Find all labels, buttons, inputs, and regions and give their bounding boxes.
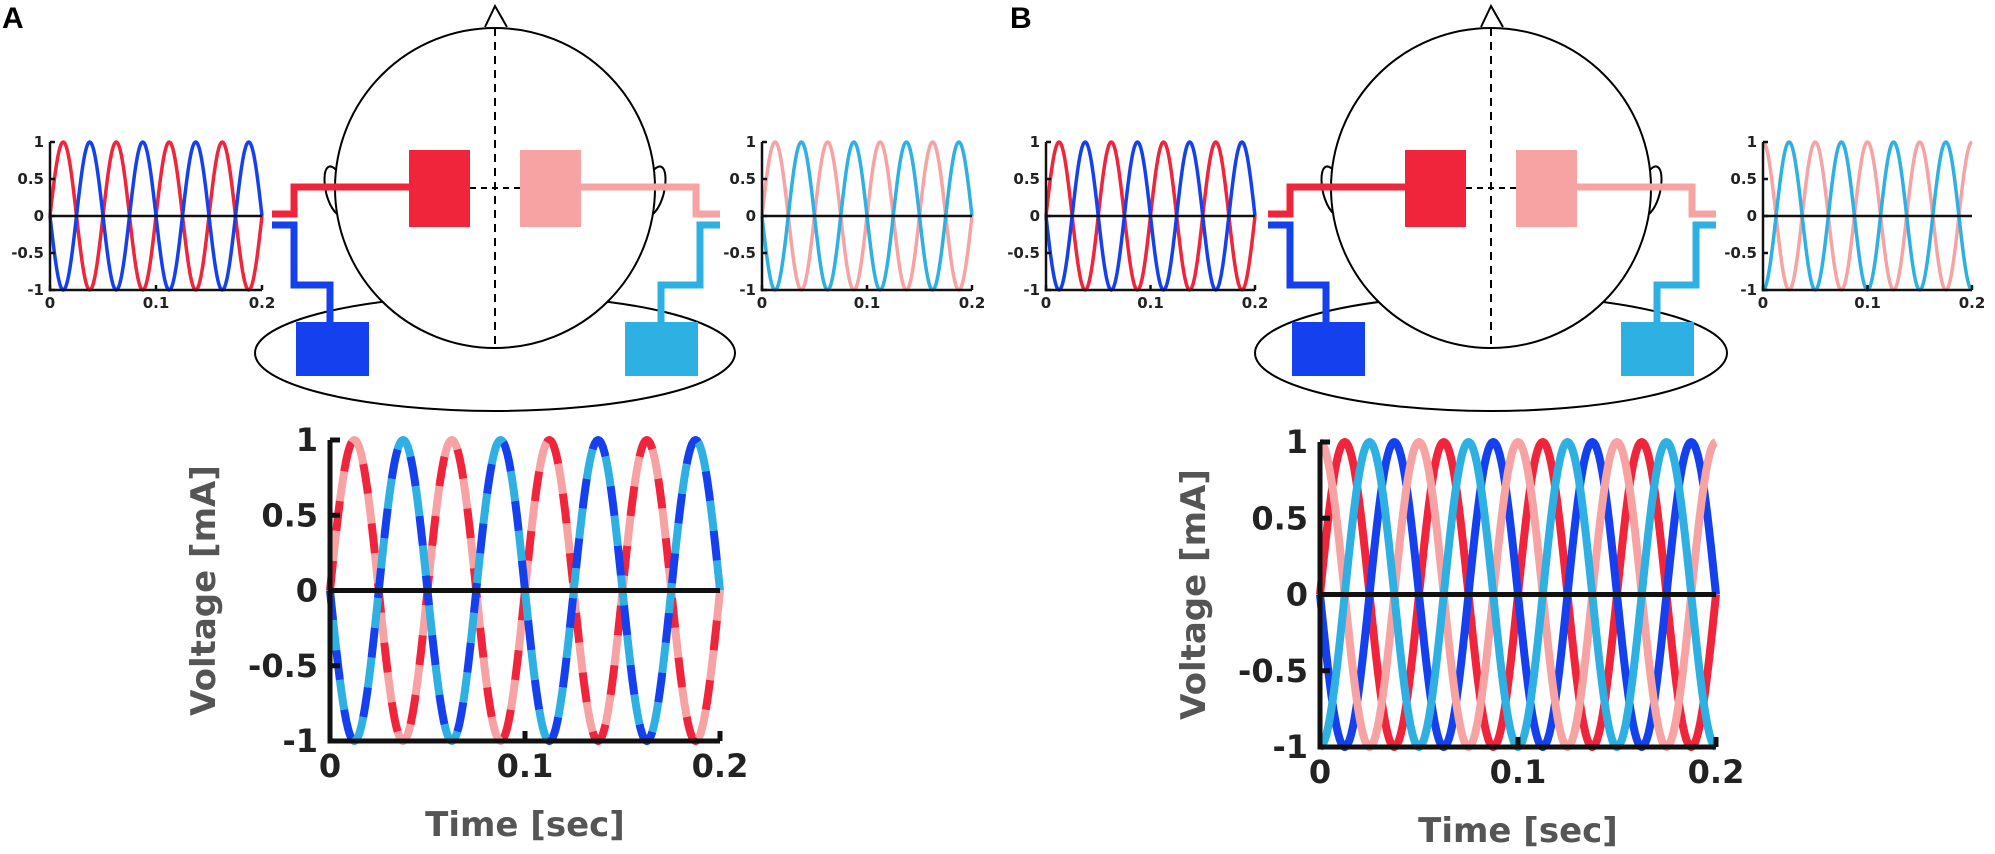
y-tick-label: 0.5	[729, 170, 756, 188]
x-tick-label: 0.2	[1242, 294, 1269, 312]
y-axis-label: Voltage [mA]	[184, 465, 224, 716]
series-line-3	[326, 436, 724, 745]
electrode-dark-blue	[1292, 322, 1365, 376]
y-tick-label: 1	[34, 133, 44, 151]
wire-light-blue	[1653, 221, 1716, 324]
x-tick-label: 0.2	[692, 747, 749, 785]
y-tick-label: 0.5	[1013, 170, 1040, 188]
x-tick-label: 0	[757, 294, 767, 312]
series-line-3	[1317, 438, 1719, 751]
y-axis-label: Voltage [mA]	[1174, 469, 1214, 720]
x-tick-label: 0	[319, 747, 341, 785]
y-tick-label: -1	[1272, 728, 1308, 766]
electrode-pink	[520, 150, 581, 227]
panel-b-head-diagram	[1254, 3, 1728, 412]
y-tick-label: 0.5	[17, 170, 44, 188]
y-tick-label: 0.5	[1251, 499, 1308, 537]
wire-dark-blue	[1268, 221, 1330, 324]
chart-b-right-small: 0 0.1 0.2 1 0.5 0 -0.5 -1	[1724, 133, 1985, 312]
y-tick-label: 0.5	[261, 496, 318, 534]
x-tick-label: 0.2	[1688, 753, 1745, 791]
y-tick-label: 0	[1286, 576, 1308, 614]
y-tick-label: 1	[1747, 133, 1757, 151]
y-tick-label: -1	[27, 281, 44, 299]
y-tick-label: 0.5	[1730, 170, 1757, 188]
panel-a-head-diagram	[254, 3, 736, 412]
electrode-dark-blue	[296, 322, 369, 376]
electrode-red	[1405, 150, 1466, 227]
electrode-pink	[1516, 150, 1577, 227]
y-tick-label: 0	[1747, 207, 1757, 225]
wire-pink	[580, 183, 720, 218]
electrode-light-blue	[1621, 322, 1694, 376]
y-tick-label: -0.5	[1238, 652, 1308, 690]
wire-dark-blue	[272, 221, 334, 324]
x-axis-label: Time [sec]	[1418, 811, 1618, 851]
y-tick-label: 0	[34, 207, 44, 225]
x-tick-label: 0.1	[1854, 294, 1881, 312]
x-tick-label: 0	[1309, 753, 1331, 791]
nose	[1480, 3, 1504, 28]
wire-red	[1268, 183, 1406, 218]
chart-a-right-small: 0 0.1 0.2 1 0.5 0 -0.5 -1	[723, 133, 985, 312]
y-tick-label: 0	[746, 207, 756, 225]
x-tick-label: 0.1	[1137, 294, 1164, 312]
x-tick-label: 0.1	[854, 294, 881, 312]
y-tick-label: 1	[1286, 423, 1308, 461]
y-tick-label: -0.5	[723, 244, 756, 262]
y-tick-label: -1	[1740, 281, 1757, 299]
y-tick-label: -1	[1023, 281, 1040, 299]
y-tick-label: -0.5	[1007, 244, 1040, 262]
chart-b-left-small: 0 0.1 0.2 1 0.5 0 -0.5 -1	[1007, 133, 1268, 312]
wire-red	[272, 183, 410, 218]
x-tick-label: 0	[1041, 294, 1051, 312]
x-tick-label: 0.2	[959, 294, 986, 312]
y-tick-label: 0	[1030, 207, 1040, 225]
x-tick-label: 0	[1758, 294, 1768, 312]
x-tick-label: 0.2	[1959, 294, 1986, 312]
electrode-red	[409, 150, 470, 227]
y-tick-label: 1	[746, 133, 756, 151]
wire-pink	[1576, 183, 1716, 218]
y-tick-label: 0	[296, 572, 318, 610]
y-tick-label: -0.5	[248, 647, 318, 685]
series-line-1	[326, 436, 724, 745]
x-tick-label: 0.1	[497, 747, 554, 785]
y-tick-label: -1	[739, 281, 756, 299]
y-tick-label: -0.5	[11, 244, 44, 262]
y-tick-label: -1	[282, 722, 318, 760]
panel-b-label: B	[1010, 2, 1032, 35]
panel-a-label: A	[2, 2, 24, 35]
x-tick-label: 0.1	[1490, 753, 1547, 791]
y-tick-label: -0.5	[1724, 244, 1757, 262]
x-tick-label: 0	[45, 294, 55, 312]
x-tick-label: 0.1	[143, 294, 170, 312]
y-tick-label: 1	[1030, 133, 1040, 151]
chart-a-left-small: 0 0.1 0.2 1 0.5 0 -0.5 -1	[11, 133, 275, 312]
x-axis-label: Time [sec]	[425, 805, 625, 845]
nose	[484, 3, 508, 28]
electrode-light-blue	[625, 322, 698, 376]
x-tick-label: 0.2	[249, 294, 276, 312]
y-tick-label: 1	[296, 421, 318, 459]
wire-light-blue	[657, 221, 720, 324]
series-line-1	[1762, 140, 1973, 292]
